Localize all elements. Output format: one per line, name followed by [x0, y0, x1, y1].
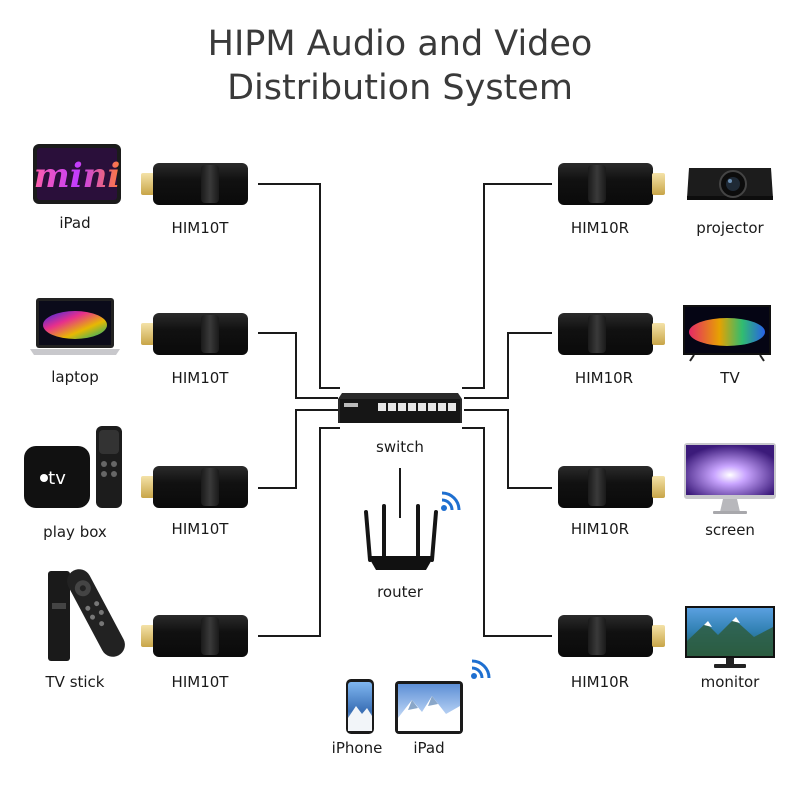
source-label-1: iPad [35, 214, 115, 232]
transmitter-label-4: HIM10T [160, 673, 240, 691]
source-label-2: laptop [35, 368, 115, 386]
tv-icon [682, 304, 772, 362]
imac-screen-icon [683, 442, 777, 516]
receiver-4 [550, 615, 665, 657]
network-switch-icon [338, 385, 462, 429]
transmitter-4 [141, 615, 256, 657]
tablet-icon [394, 680, 464, 735]
switch-label: switch [360, 438, 440, 456]
display-label-1: projector [688, 219, 772, 237]
apple-tv-box-icon: tv [24, 424, 128, 510]
wire-display-3 [464, 410, 552, 488]
receiver-label-3: HIM10R [560, 520, 640, 538]
iphone-icon [345, 678, 375, 735]
wire-source-3 [258, 410, 338, 488]
receiver-label-4: HIM10R [560, 673, 640, 691]
router-label: router [360, 583, 440, 601]
tablet-label: iPad [396, 739, 462, 757]
wire-source-1 [258, 184, 340, 388]
projector-icon [685, 158, 775, 206]
transmitter-label-2: HIM10T [160, 369, 240, 387]
hdmi-plug-icon [652, 476, 665, 498]
receiver-1 [550, 163, 665, 205]
hdmi-plug-icon [652, 173, 665, 195]
transmitter-label-3: HIM10T [160, 520, 240, 538]
wifi-signal-icon [468, 656, 494, 682]
receiver-2 [550, 313, 665, 355]
wifi-signal-icon [438, 486, 466, 514]
laptop-icon [28, 297, 122, 357]
svg-text:mini: mini [34, 156, 121, 196]
display-label-4: monitor [688, 673, 772, 691]
transmitter-3 [141, 466, 256, 508]
receiver-label-1: HIM10R [560, 219, 640, 237]
transmitter-2 [141, 313, 256, 355]
source-label-4: TV stick [30, 673, 120, 691]
svg-text:tv: tv [48, 468, 66, 489]
ipad-icon: mini [32, 143, 122, 205]
source-label-3: play box [30, 523, 120, 541]
hdmi-plug-icon [652, 625, 665, 647]
display-label-2: TV [688, 369, 772, 387]
monitor-icon [684, 605, 776, 669]
receiver-label-2: HIM10R [564, 369, 644, 387]
display-label-3: screen [688, 521, 772, 539]
transmitter-label-1: HIM10T [160, 219, 240, 237]
iphone-label: iPhone [322, 739, 392, 757]
transmitter-1 [141, 163, 256, 205]
wire-source-4 [258, 428, 340, 636]
tv-stick-icon [44, 563, 126, 663]
receiver-3 [550, 466, 665, 508]
hdmi-plug-icon [652, 323, 665, 345]
router-icon [362, 500, 440, 574]
